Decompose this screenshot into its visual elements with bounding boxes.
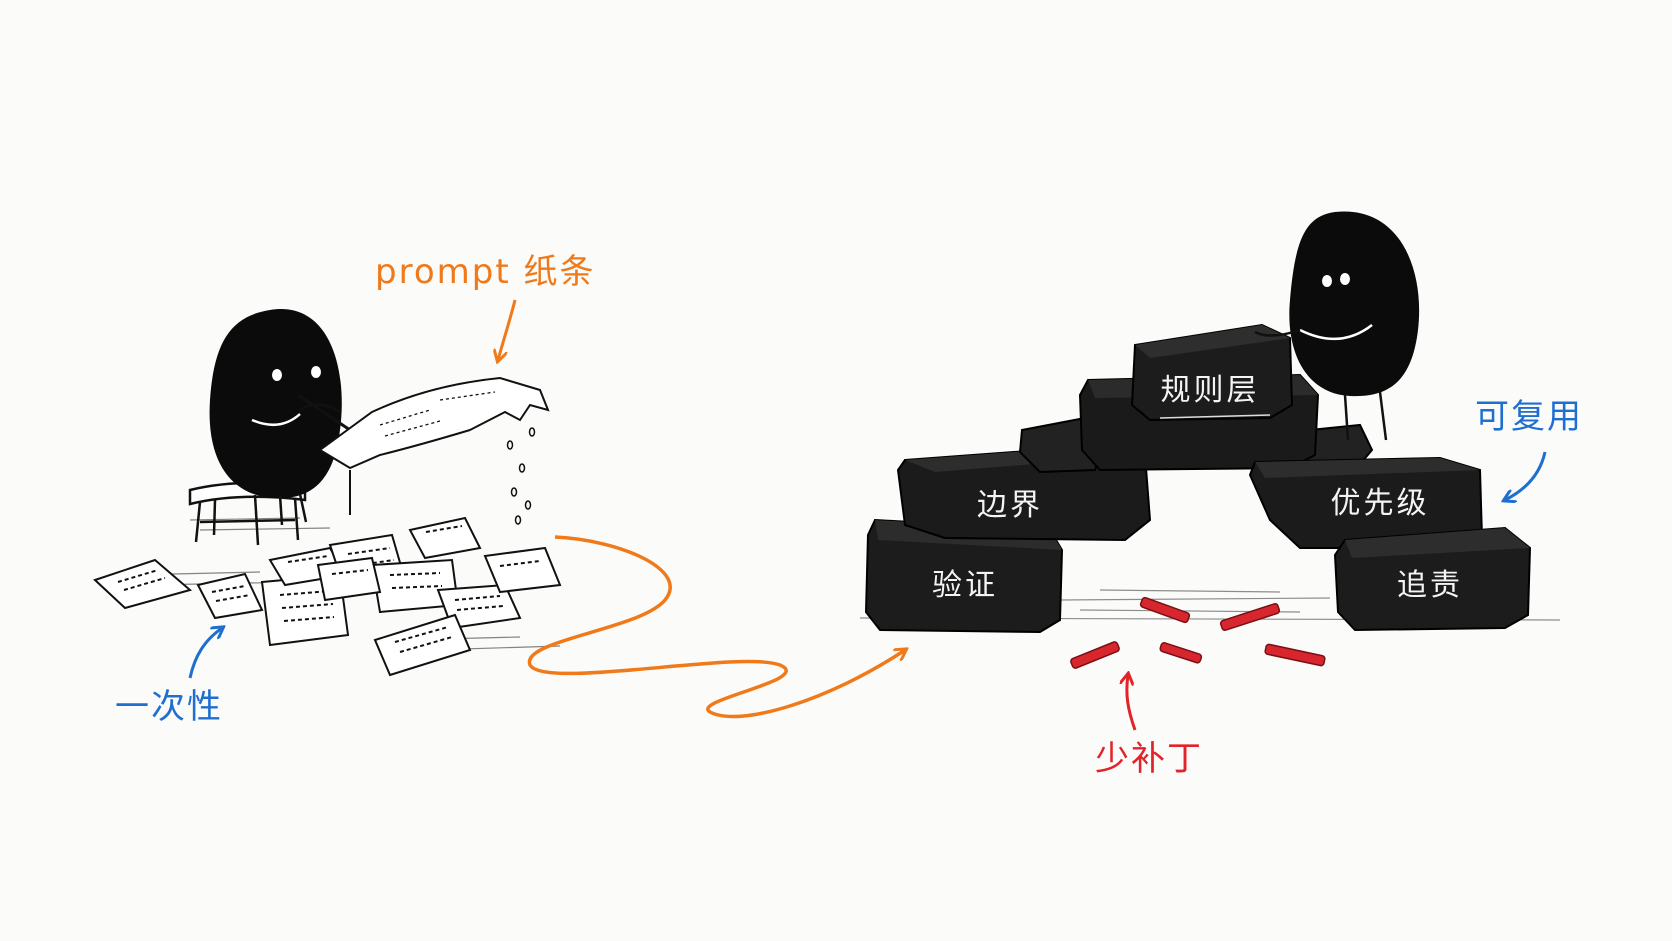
annotation-arrow-one-off <box>188 628 222 679</box>
stone-rules-layer <box>1130 323 1294 422</box>
stone-accountability <box>1333 526 1532 632</box>
annotation-fewer-patches: 少补丁 <box>1095 739 1203 779</box>
transition-arrow <box>528 535 905 719</box>
broken-patches <box>1070 596 1326 669</box>
stone-label-priority: 优先级 <box>1331 486 1430 521</box>
patch-stick <box>1264 643 1326 667</box>
paper-sheet <box>316 556 382 602</box>
stone-priority <box>1248 456 1484 549</box>
stone-label-accountability: 追责 <box>1397 568 1463 603</box>
left-scene <box>93 309 562 677</box>
paper-drips <box>506 427 536 525</box>
stone-label-rules-layer: 规则层 <box>1161 373 1260 408</box>
annotation-reusable: 可复用 <box>1475 397 1583 437</box>
blob-character-building <box>1254 211 1420 441</box>
annotation-one-off: 一次性 <box>115 687 223 727</box>
blob-character-writing <box>209 309 351 526</box>
paper-sheet <box>436 583 522 630</box>
annotation-prompt-note: prompt 纸条 <box>375 252 595 292</box>
annotation-arrow-prompt <box>498 299 517 360</box>
paper-sheet <box>93 558 193 610</box>
stone-label-boundary: 边界 <box>977 488 1043 523</box>
prompt-paper-strip <box>318 376 550 525</box>
annotation-arrow-fewer-patches <box>1127 675 1137 731</box>
patch-stick <box>1219 603 1281 631</box>
paper-sheet <box>408 516 482 560</box>
right-scene: 规则层 边界 优先级 验证 追责 <box>859 211 1561 669</box>
scattered-papers <box>93 516 562 677</box>
paper-sheet <box>483 546 562 594</box>
stone-label-verification: 验证 <box>932 568 998 603</box>
patch-stick <box>1159 642 1203 664</box>
paper-sheet <box>196 572 264 620</box>
annotation-arrow-reusable <box>1505 451 1547 500</box>
patch-stick <box>1070 641 1120 669</box>
rules-underline <box>1159 414 1271 419</box>
paper-sheet <box>373 613 472 677</box>
patch-stick <box>1139 596 1191 624</box>
